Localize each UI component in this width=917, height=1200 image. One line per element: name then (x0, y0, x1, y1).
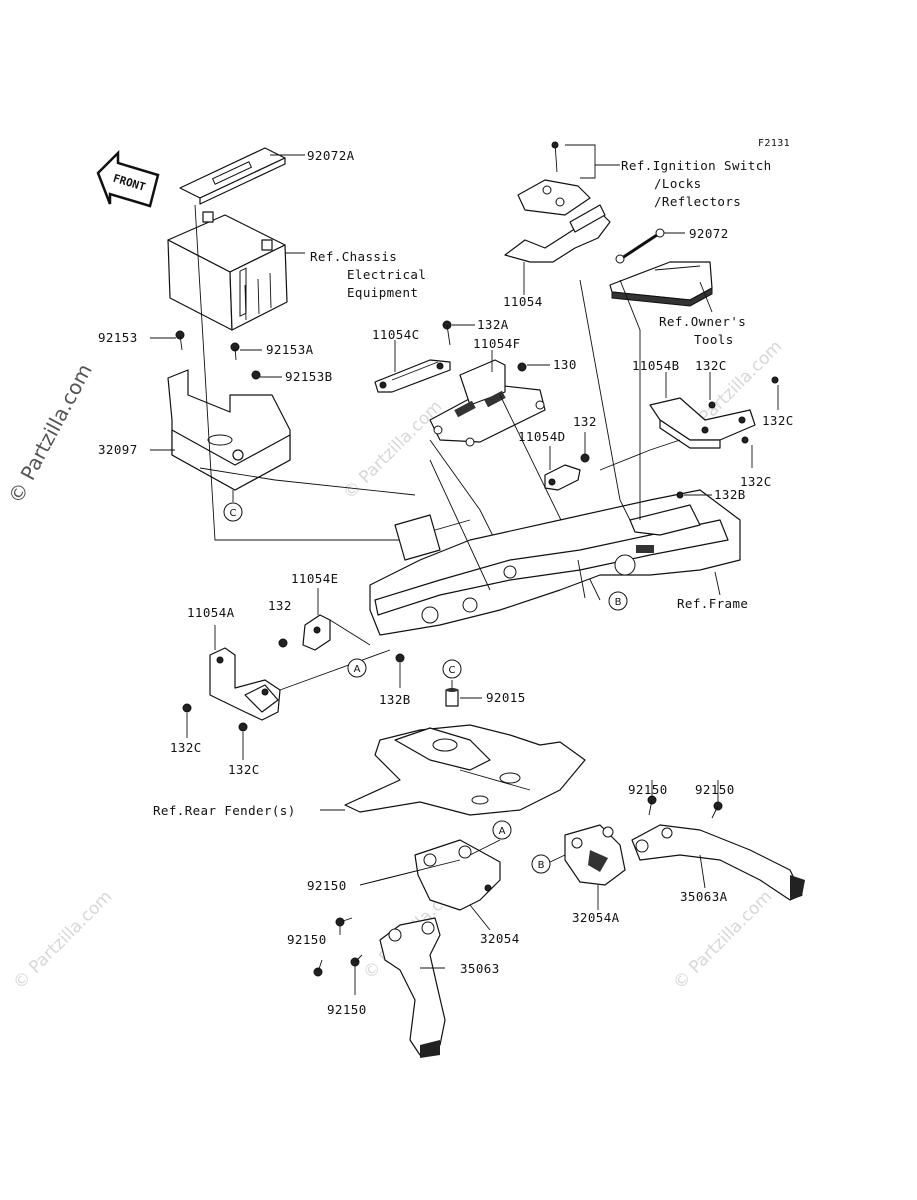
label-ref-tools: Tools (694, 332, 734, 347)
label-92150: 92150 (307, 878, 347, 893)
owners-tools (609, 261, 713, 307)
label-132C: 132C (228, 762, 260, 777)
bolt-92153 (175, 330, 185, 351)
bracket-11054B (649, 397, 756, 449)
label-35063: 35063 (460, 961, 500, 976)
label-92150: 92150 (695, 782, 735, 797)
retaining-rod (615, 228, 665, 264)
bracket-11054D (544, 464, 581, 491)
label-132A: 132A (477, 317, 509, 332)
label-11054B: 11054B (632, 358, 680, 373)
watermark-group: © Partzilla.com © Partzilla.com © Partzi… (3, 337, 786, 994)
label-ref-electrical: Electrical (347, 267, 426, 282)
callout-A-frame: A (347, 658, 367, 678)
step-holder-35063 (379, 917, 446, 1058)
rear-fender (344, 724, 586, 816)
bracket-11054C (374, 359, 451, 393)
label-ref-ignition: Ref.Ignition Switch (621, 158, 772, 173)
label-35063A: 35063A (680, 889, 728, 904)
bolt-92153B (251, 370, 261, 380)
callout-A-label: A (354, 664, 361, 675)
label-92153: 92153 (98, 330, 138, 345)
label-ref-reflectors: /Reflectors (654, 194, 741, 209)
step-bracket-32054 (414, 839, 501, 911)
label-ref-frame: Ref.Frame (677, 596, 748, 611)
bolt-132-left (278, 638, 288, 648)
bolt-130 (517, 362, 527, 372)
callout-A-label: A (499, 826, 506, 837)
label-92153B: 92153B (285, 369, 333, 384)
battery-strap (179, 147, 286, 205)
battery (167, 211, 288, 331)
bracket-11054E (302, 614, 331, 651)
callout-C-label: C (449, 665, 456, 676)
label-92015: 92015 (486, 690, 526, 705)
label-132C: 132C (740, 474, 772, 489)
ignition-bracket (504, 141, 611, 263)
label-ref-equipment: Equipment (347, 285, 418, 300)
label-11054E: 11054E (291, 571, 339, 586)
label-ref-chassis: Ref.Chassis (310, 249, 397, 264)
label-132: 132 (268, 598, 292, 613)
callout-A-step: A (492, 820, 512, 840)
label-ref-owners: Ref.Owner's (659, 314, 746, 329)
frame (369, 489, 741, 636)
label-32097: 32097 (98, 442, 138, 457)
step-holder-35063A (631, 824, 805, 901)
watermark: © Partzilla.com (9, 887, 116, 994)
label-92150: 92150 (287, 932, 327, 947)
bolt-92150-left (313, 917, 363, 977)
label-ref-rear-fender: Ref.Rear Fender(s) (153, 803, 296, 818)
label-130: 130 (553, 357, 577, 372)
bolt-132B-lower (395, 653, 405, 663)
callout-B-label: B (615, 597, 622, 608)
bolt-132 (580, 453, 590, 463)
label-ref-locks: /Locks (654, 176, 702, 191)
label-92150: 92150 (327, 1002, 367, 1017)
label-92153A: 92153A (266, 342, 314, 357)
label-11054C: 11054C (372, 327, 420, 342)
label-132: 132 (573, 414, 597, 429)
label-132C: 132C (695, 358, 727, 373)
callout-C-fender: C (442, 659, 462, 679)
label-92072: 92072 (689, 226, 729, 241)
label-132C: 132C (170, 740, 202, 755)
battery-case (167, 369, 291, 491)
label-132B: 132B (379, 692, 411, 707)
front-arrow-icon: FRONT (96, 149, 160, 208)
callout-B-step: B (531, 854, 551, 874)
bolt-132A (442, 320, 452, 346)
callout-C-label: C (230, 508, 237, 519)
watermark: © Partzilla.com (339, 397, 446, 504)
part-labels: 92072A Ref.Ignition Switch /Locks /Refle… (98, 148, 794, 1017)
diagram-code: F2131 (758, 138, 790, 149)
label-11054F: 11054F (473, 336, 521, 351)
bolt-92153A (230, 342, 240, 361)
label-92072A: 92072A (307, 148, 355, 163)
bolt-132C (708, 376, 779, 444)
label-92150: 92150 (628, 782, 668, 797)
label-32054: 32054 (480, 931, 520, 946)
label-132C: 132C (762, 413, 794, 428)
label-11054A: 11054A (187, 605, 235, 620)
callout-B-label: B (538, 860, 545, 871)
label-132B: 132B (714, 487, 746, 502)
bracket-11054A (209, 647, 281, 721)
callout-B-frame: B (608, 591, 628, 611)
label-32054A: 32054A (572, 910, 620, 925)
label-11054D: 11054D (518, 429, 566, 444)
step-bracket-32054A (564, 824, 626, 886)
label-11054: 11054 (503, 294, 543, 309)
watermark-main: © Partzilla.com (3, 360, 97, 508)
bolt-92150-right (647, 795, 723, 819)
collar-92015 (445, 688, 459, 707)
callout-C-top: C (223, 502, 243, 522)
bolt-132C-lower (182, 703, 248, 732)
